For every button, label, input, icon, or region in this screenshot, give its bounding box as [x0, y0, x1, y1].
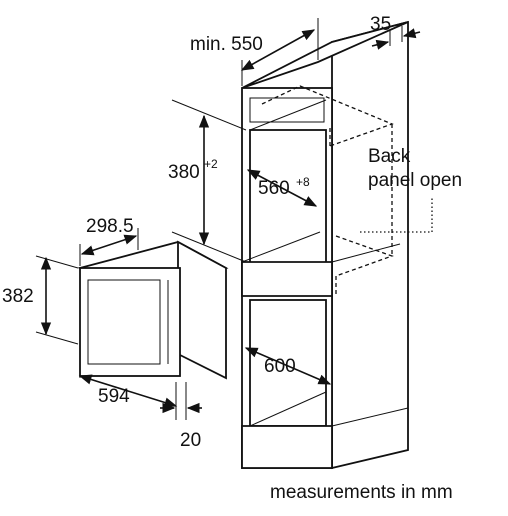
label-niche-height: 380 — [168, 162, 200, 183]
units-note: measurements in mm — [270, 482, 453, 503]
label-appliance-width: 594 — [98, 386, 130, 407]
label-niche-height-tolerance: +2 — [204, 157, 218, 171]
label-niche-width-tolerance: +8 — [296, 175, 310, 189]
dimension-labels: min. 550 35 380 +2 560 +8 Back panel ope… — [2, 14, 462, 503]
label-front-depth: 20 — [180, 430, 201, 451]
label-cabinet-depth: min. 550 — [190, 34, 263, 55]
dimension-lines — [35, 18, 433, 420]
label-niche-width: 560 — [258, 178, 290, 199]
label-back-panel-line2: panel open — [368, 170, 462, 191]
label-rear-gap: 35 — [370, 14, 391, 35]
tall-cabinet — [241, 20, 409, 470]
appliance — [77, 240, 229, 380]
label-cabinet-width: 600 — [264, 356, 296, 377]
label-appliance-height: 382 — [2, 286, 34, 307]
label-appliance-depth: 298.5 — [86, 216, 134, 237]
label-back-panel-line1: Back — [368, 146, 411, 167]
